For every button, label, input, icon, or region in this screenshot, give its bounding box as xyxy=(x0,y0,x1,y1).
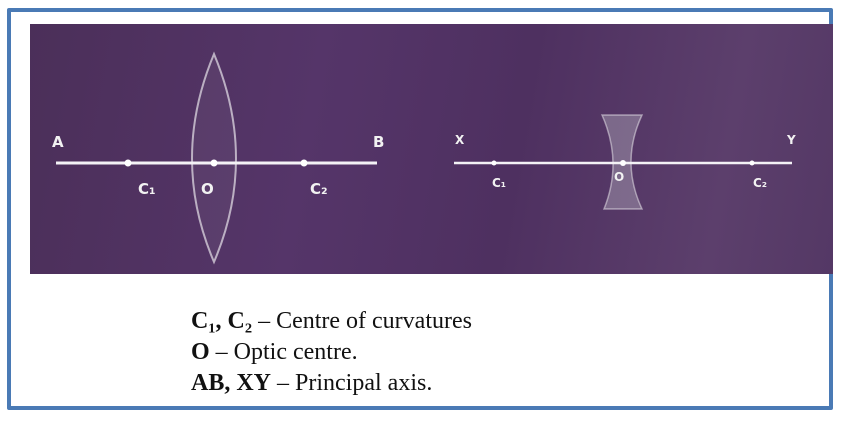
label-c2-convex: C₂ xyxy=(310,180,328,198)
label-y: Y xyxy=(787,133,796,147)
label-c2-concave: C₂ xyxy=(753,176,768,190)
label-o-concave: O xyxy=(614,170,625,184)
label-c1-convex: C₁ xyxy=(138,180,156,198)
legend-row-principal-axis: AB, XY – Principal axis. xyxy=(191,368,472,399)
point-c2-convex xyxy=(300,159,308,167)
point-o-convex xyxy=(210,159,218,167)
point-o-concave xyxy=(620,160,626,166)
label-x: X xyxy=(455,133,465,147)
point-c2-concave xyxy=(749,160,755,166)
legend-dash: – xyxy=(271,370,296,396)
convex-lens xyxy=(191,51,237,265)
lens-diagram-board: A B C₁ O C₂ X Y C₁ O C₂ xyxy=(30,24,833,274)
legend-desc: Principal axis. xyxy=(295,370,433,396)
legend-dash: – xyxy=(252,308,277,334)
point-c1-convex xyxy=(124,159,132,167)
legend-desc: Centre of curvatures xyxy=(276,308,472,334)
legend-row-optic-centre: O – Optic centre. xyxy=(191,337,472,368)
label-o-convex: O xyxy=(201,180,214,198)
legend-dash: – xyxy=(209,339,234,365)
point-c1-concave xyxy=(491,160,497,166)
legend-row-curvature: C₁, C₂ – Centre of curvatures xyxy=(191,306,472,337)
lens-diagram xyxy=(56,51,792,265)
label-b: B xyxy=(373,133,385,151)
legend-desc: Optic centre. xyxy=(233,339,358,365)
legend-term: C₁, C₂ xyxy=(191,308,253,334)
legend-term: O xyxy=(191,339,210,365)
legend-term: AB, XY xyxy=(191,370,272,396)
label-a: A xyxy=(52,133,64,151)
label-c1-concave: C₁ xyxy=(492,176,507,190)
legend: C₁, C₂ – Centre of curvatures O – Optic … xyxy=(191,306,472,399)
